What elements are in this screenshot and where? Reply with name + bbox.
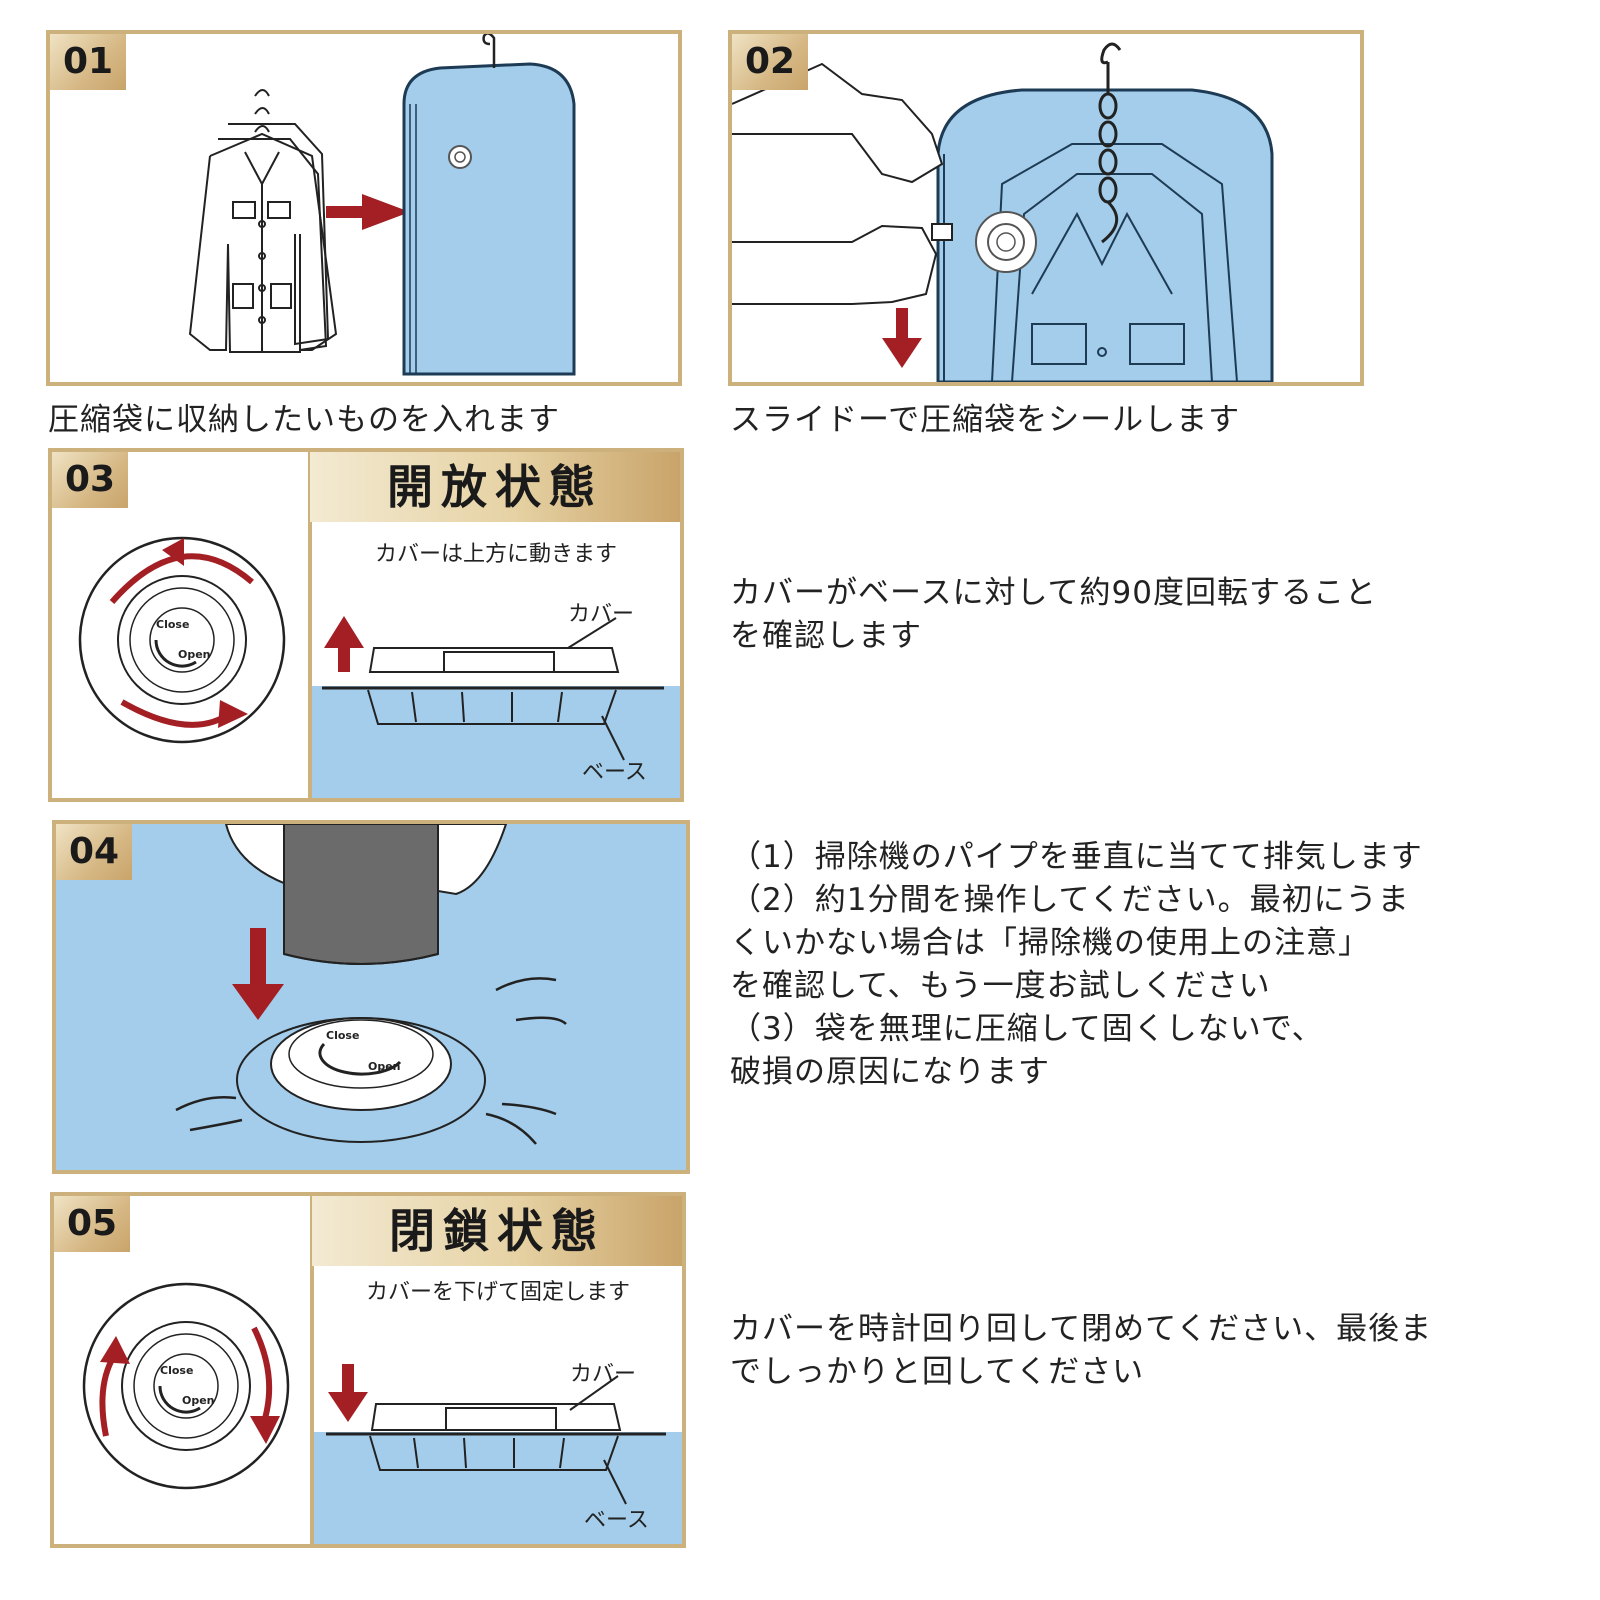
arrow-up-icon: [324, 616, 364, 672]
valve-close-label: Close: [156, 618, 189, 631]
step-02-illustration: [732, 34, 1360, 382]
step-02-panel: 02: [728, 30, 1364, 386]
valve-top-view: [80, 538, 284, 742]
step-number: 02: [732, 34, 808, 90]
step-05-subheading: カバーを下げて固定します: [314, 1274, 682, 1306]
step-04-panel: 04 Close Open: [52, 820, 690, 1174]
step-04-illustration: [56, 824, 686, 1170]
step-05-panel: 05 閉鎖状態 カバーを下げて固定します カバー ベース Close Open: [50, 1192, 686, 1548]
step-number: 05: [54, 1196, 130, 1252]
step-02-caption: スライドーで圧縮袋をシールします: [730, 394, 1240, 439]
step-01-illustration: [50, 34, 678, 382]
hands-illustration: [732, 64, 952, 304]
step-03-panel: 03 開放状態 カバーは上方に動きます カバー ベース Close Open: [48, 448, 684, 802]
step-04-description: （1）掃除機のパイプを垂直に当てて排気します （2）約1分間を操作してください。…: [730, 836, 1423, 1094]
valve-icon: [237, 1018, 485, 1142]
valve-top-view: [84, 1284, 288, 1488]
arrow-right-icon: [326, 194, 410, 230]
arrow-down-icon: [232, 928, 284, 1020]
step-05-description: カバーを時計回り回して閉めてください、最後ま でしっかりと回してください: [730, 1308, 1432, 1394]
step-05-heading: 閉鎖状態: [312, 1196, 682, 1266]
jacket-illustration: [190, 90, 336, 352]
step-number: 04: [56, 824, 132, 880]
step-01-caption: 圧縮袋に収納したいものを入れます: [48, 394, 560, 439]
step-01-panel: 01: [46, 30, 682, 386]
valve-close-label: Close: [326, 1029, 359, 1042]
arrow-down-icon: [882, 308, 922, 368]
garment-bag-illustration: [404, 34, 574, 374]
step-number: 03: [52, 452, 128, 508]
base-label: ベース: [584, 1502, 649, 1534]
valve-close-label: Close: [160, 1364, 193, 1377]
base-label: ベース: [582, 754, 647, 786]
cover-label: カバー: [570, 1356, 636, 1388]
valve-open-label: Open: [368, 1060, 401, 1073]
cover-label: カバー: [568, 596, 634, 628]
valve-icon: [976, 212, 1036, 272]
valve-icon: [449, 146, 471, 168]
arrow-down-icon: [328, 1364, 368, 1422]
valve-open-label: Open: [178, 648, 211, 661]
step-03-description: カバーがベースに対して約90度回転すること を確認します: [730, 572, 1377, 658]
step-03-heading: 開放状態: [310, 452, 680, 522]
step-03-subheading: カバーは上方に動きます: [312, 536, 680, 568]
valve-open-label: Open: [182, 1394, 215, 1407]
step-number: 01: [50, 34, 126, 90]
vacuum-pipe-illustration: [284, 824, 438, 964]
